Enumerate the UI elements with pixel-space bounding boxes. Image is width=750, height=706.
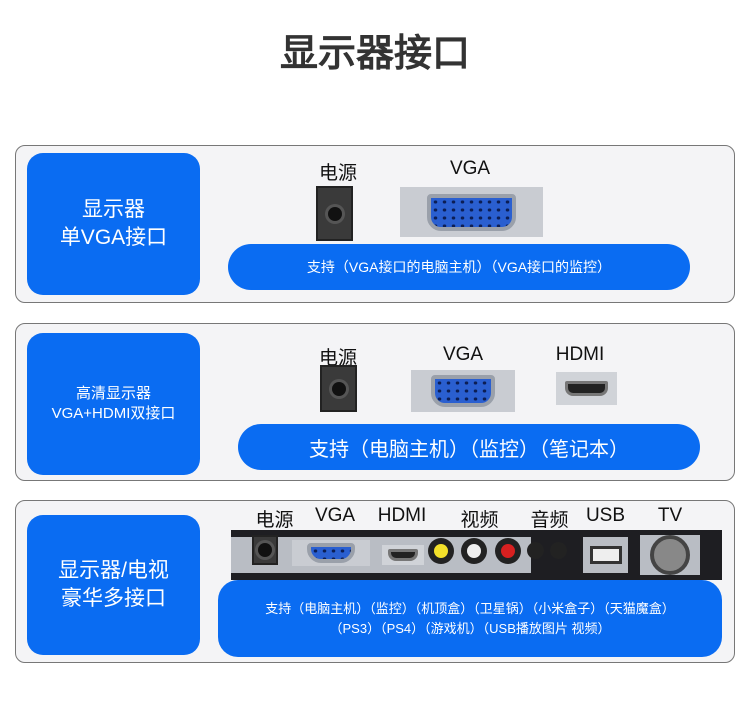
- badge-line2: 单VGA接口: [59, 226, 168, 249]
- badge-line1: 高清显示器: [75, 384, 151, 402]
- dual-interface-badge: 高清显示器 VGA+HDMI双接口: [27, 333, 200, 475]
- power-port-icon: [320, 365, 357, 412]
- audio-jack-icon: [550, 542, 567, 559]
- support-text: 支持（电脑主机）（监控）（笔记本）: [309, 438, 629, 461]
- label-vga: VGA: [314, 505, 356, 526]
- support-pill: 支持（VGA接口的电脑主机）（VGA接口的监控）: [228, 244, 690, 290]
- audio-jack-icon: [527, 542, 544, 559]
- multi-interface-badge: 显示器/电视 豪华多接口: [27, 515, 200, 655]
- power-port-icon: [252, 535, 278, 565]
- badge-line2: VGA+HDMI双接口: [51, 405, 176, 422]
- label-video: 视频: [460, 510, 499, 531]
- label-hdmi: HDMI: [555, 344, 605, 365]
- label-audio: 音频: [530, 510, 569, 531]
- vga-port-icon: [400, 187, 543, 237]
- label-usb: USB: [585, 505, 626, 526]
- label-vga: VGA: [449, 158, 491, 179]
- support-text: 支持（VGA接口的电脑主机）（VGA接口的监控）: [306, 259, 612, 275]
- badge-line1: 显示器/电视: [58, 558, 169, 582]
- support-text-line2: （PS3）（PS4）（游戏机）（USB播放图片 视频）: [329, 620, 611, 636]
- hdmi-port-icon: [556, 372, 617, 405]
- vga-port-icon: [292, 540, 370, 566]
- hdmi-port-icon: [382, 545, 424, 565]
- label-hdmi: HDMI: [377, 505, 427, 526]
- support-pill: 支持（电脑主机）（监控）（机顶盒）（卫星锅）（小米盒子）（天猫魔盒） （PS3）…: [218, 580, 722, 657]
- label-vga: VGA: [442, 344, 484, 365]
- badge-line1: 显示器: [82, 197, 145, 221]
- label-power: 电源: [318, 163, 357, 184]
- audio-red-port-icon: [495, 538, 521, 564]
- video-yellow-port-icon: [428, 538, 454, 564]
- support-pill: 支持（电脑主机）（监控）（笔记本）: [238, 424, 700, 470]
- label-power: 电源: [255, 510, 294, 531]
- single-vga-badge: 显示器 单VGA接口: [27, 153, 200, 295]
- vga-port-icon: [411, 370, 515, 412]
- audio-white-port-icon: [461, 538, 487, 564]
- usb-port-icon: [590, 546, 622, 564]
- label-power: 电源: [318, 348, 357, 369]
- tv-antenna-port-icon: [650, 535, 690, 575]
- support-text-line1: 支持（电脑主机）（监控）（机顶盒）（卫星锅）（小米盒子）（天猫魔盒）: [265, 601, 675, 616]
- page-title: 显示器接口: [279, 33, 470, 75]
- badge-line2: 豪华多接口: [61, 587, 166, 610]
- label-tv: TV: [657, 505, 683, 526]
- power-port-icon: [316, 186, 353, 241]
